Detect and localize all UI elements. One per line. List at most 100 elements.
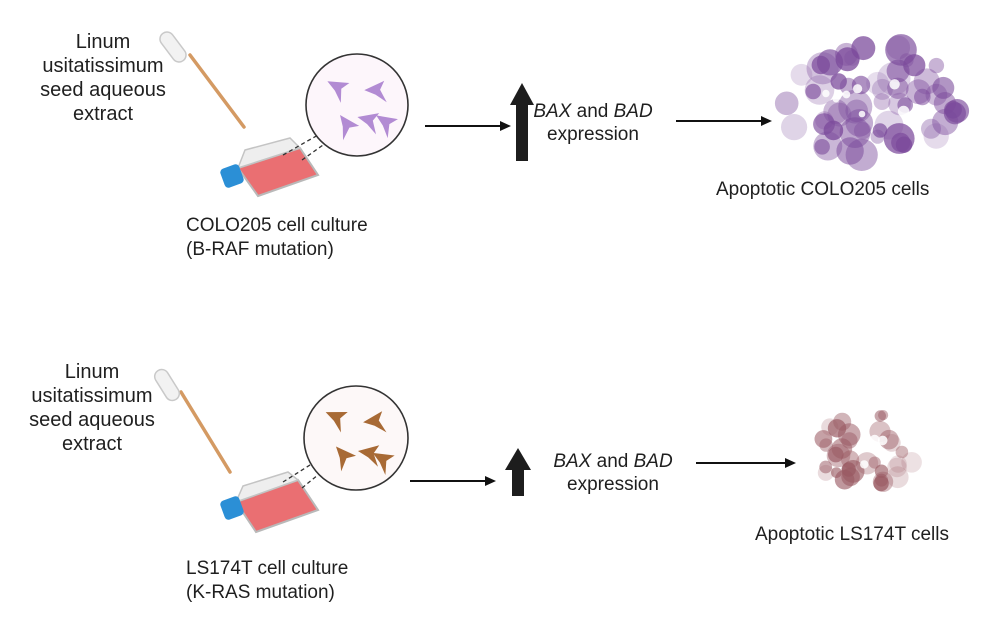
apoptotic-body bbox=[872, 471, 894, 492]
apoptotic-vacuole bbox=[897, 105, 910, 118]
apoptotic-cells-icon bbox=[774, 34, 970, 171]
apoptotic-body bbox=[901, 452, 922, 473]
apoptotic-body bbox=[790, 63, 813, 86]
cell-icon bbox=[372, 452, 395, 475]
apoptotic-body bbox=[774, 91, 799, 116]
culture-label: LS174T cell culture (K-RAS mutation) bbox=[186, 558, 349, 603]
expression-label: BAX and BAD expression bbox=[553, 451, 673, 495]
apoptotic-body bbox=[814, 430, 833, 448]
panel-ls174t: Linum usitatissimum seed aqueous extract bbox=[0, 340, 1000, 640]
apoptotic-body bbox=[813, 131, 843, 161]
apoptotic-body bbox=[874, 410, 886, 422]
apoptotic-vacuole bbox=[832, 96, 840, 103]
apoptotic-body bbox=[830, 73, 847, 90]
pipette-icon bbox=[153, 368, 232, 474]
apoptotic-body bbox=[933, 92, 957, 115]
expression-label: BAX and BAD expression bbox=[533, 101, 653, 145]
apoptotic-body bbox=[874, 464, 889, 478]
magnified-view-circle bbox=[303, 385, 409, 491]
apoptotic-vacuole bbox=[853, 84, 863, 94]
result-label: Apoptotic COLO205 cells bbox=[716, 179, 930, 200]
apoptotic-body bbox=[913, 68, 940, 95]
apoptotic-body bbox=[895, 445, 909, 459]
apoptotic-body bbox=[932, 76, 955, 99]
apoptotic-body bbox=[827, 419, 847, 438]
magnified-view-circle bbox=[305, 53, 409, 157]
apoptotic-body bbox=[805, 83, 821, 100]
apoptotic-body bbox=[945, 99, 970, 123]
apoptotic-body bbox=[873, 475, 889, 492]
apoptotic-body bbox=[872, 123, 888, 138]
apoptotic-body bbox=[816, 49, 844, 76]
apoptotic-body bbox=[914, 88, 931, 106]
apoptotic-body bbox=[889, 455, 907, 473]
apoptotic-vacuole bbox=[869, 434, 880, 446]
apoptotic-body bbox=[826, 443, 851, 468]
apoptotic-body bbox=[882, 434, 901, 452]
apoptotic-body bbox=[851, 36, 876, 61]
apoptotic-body bbox=[823, 120, 844, 141]
apoptotic-body bbox=[883, 123, 915, 154]
arrow bbox=[696, 458, 796, 468]
apoptotic-cells-icon bbox=[814, 410, 922, 492]
cell-icon bbox=[357, 445, 380, 467]
apoptotic-body bbox=[866, 71, 889, 95]
culture-label: COLO205 cell culture (B-RAF mutation) bbox=[186, 215, 368, 260]
arrow bbox=[676, 116, 772, 126]
apoptotic-body bbox=[868, 456, 881, 469]
apoptotic-vacuole bbox=[877, 435, 888, 446]
arrow bbox=[410, 476, 496, 486]
apoptotic-body bbox=[839, 77, 857, 95]
apoptotic-body bbox=[886, 59, 910, 83]
apoptotic-vacuole bbox=[842, 90, 851, 99]
cell-icon bbox=[376, 115, 398, 139]
apoptotic-body bbox=[853, 122, 872, 140]
apoptotic-body bbox=[831, 467, 842, 478]
cell-icon bbox=[340, 114, 360, 141]
apoptotic-body bbox=[781, 114, 808, 141]
apoptotic-body bbox=[925, 83, 948, 106]
apoptotic-body bbox=[814, 139, 830, 155]
cell-group bbox=[327, 80, 398, 141]
apoptotic-vacuole bbox=[889, 79, 900, 90]
culture-flask-icon bbox=[220, 137, 320, 198]
apoptotic-body bbox=[836, 137, 864, 165]
arrow bbox=[425, 121, 511, 131]
apoptotic-body bbox=[928, 57, 945, 74]
panel-colo205: Linum usitatissimum seed aqueous extract bbox=[0, 0, 1000, 300]
apoptotic-body bbox=[887, 457, 907, 478]
apoptotic-body bbox=[841, 432, 858, 449]
cell-group bbox=[325, 411, 395, 475]
apoptotic-body bbox=[932, 108, 959, 136]
apoptotic-body bbox=[871, 78, 893, 100]
pipette-icon bbox=[159, 31, 246, 129]
apoptotic-body bbox=[834, 42, 858, 66]
apoptotic-body bbox=[845, 138, 878, 171]
cell-icon bbox=[327, 81, 350, 103]
cell-icon bbox=[357, 113, 380, 135]
result-label: Apoptotic LS174T cells bbox=[755, 524, 949, 545]
cell-icon bbox=[325, 411, 348, 433]
panel-graphics bbox=[153, 368, 922, 534]
cell-icon bbox=[364, 80, 387, 103]
extract-label: Linum usitatissimum seed aqueous extract bbox=[40, 31, 166, 125]
extract-label: Linum usitatissimum seed aqueous extract bbox=[29, 361, 155, 455]
apoptotic-body bbox=[886, 466, 909, 489]
apoptotic-body bbox=[873, 93, 891, 110]
increase-arrow-icon bbox=[505, 448, 531, 496]
apoptotic-body bbox=[819, 460, 833, 474]
apoptotic-vacuole bbox=[822, 89, 830, 98]
apoptotic-body bbox=[921, 118, 941, 139]
apoptotic-body bbox=[839, 117, 871, 148]
increase-arrow-icon bbox=[510, 83, 534, 161]
panel-graphics bbox=[159, 31, 970, 198]
apoptotic-vacuole bbox=[860, 460, 869, 469]
cell-icon bbox=[363, 411, 387, 433]
culture-flask-icon bbox=[220, 471, 320, 534]
apoptotic-body bbox=[899, 53, 914, 68]
apoptotic-body bbox=[923, 123, 949, 149]
cell-icon bbox=[335, 446, 357, 472]
apoptotic-body bbox=[841, 460, 865, 483]
apoptotic-vacuole bbox=[858, 110, 866, 118]
apoptotic-body bbox=[886, 35, 911, 60]
